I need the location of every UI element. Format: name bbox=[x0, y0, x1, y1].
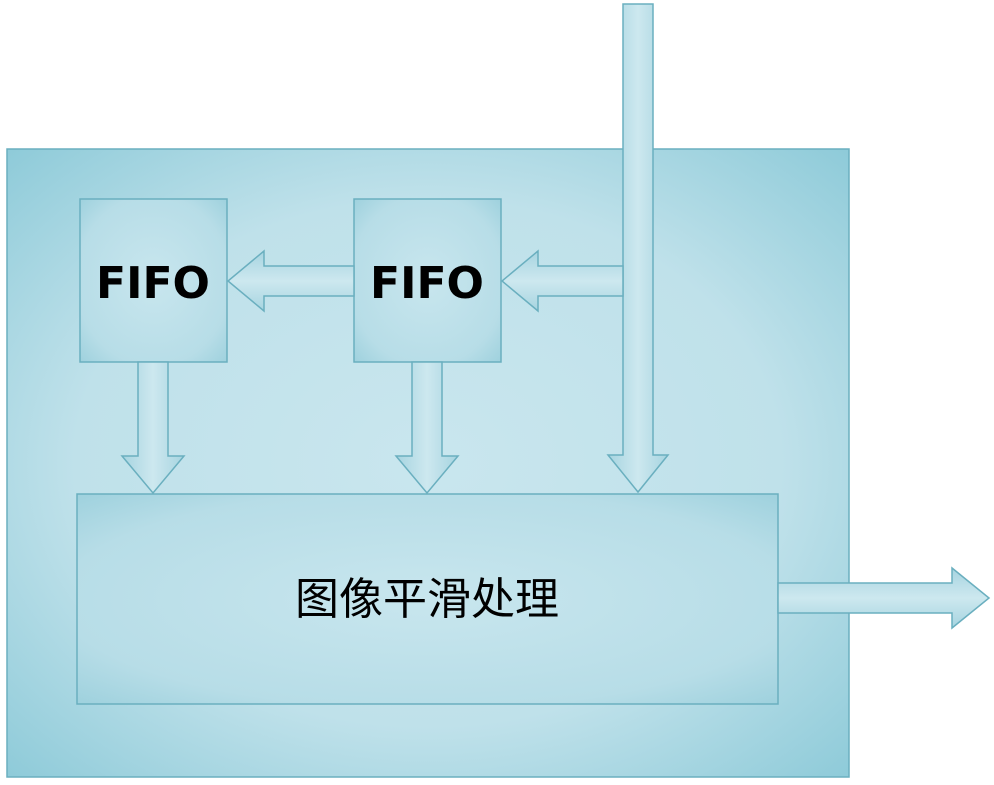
arrow-fifo-right-to-fifo-left bbox=[226, 249, 355, 313]
processor-box bbox=[76, 493, 779, 705]
output-arrow-right bbox=[777, 566, 991, 630]
arrow-input-to-fifo-right bbox=[500, 249, 624, 313]
input-arrow-down bbox=[606, 3, 670, 494]
processor-label: 图像平滑处理 bbox=[295, 574, 559, 625]
arrow-fifo-right-to-processor bbox=[394, 361, 460, 495]
arrow-fifo-left-to-processor bbox=[120, 361, 186, 495]
fifo-left-label: FIFO bbox=[96, 258, 210, 309]
fifo-right-label: FIFO bbox=[370, 258, 484, 309]
fifo-box-left bbox=[79, 198, 228, 363]
fifo-box-right bbox=[353, 198, 502, 363]
